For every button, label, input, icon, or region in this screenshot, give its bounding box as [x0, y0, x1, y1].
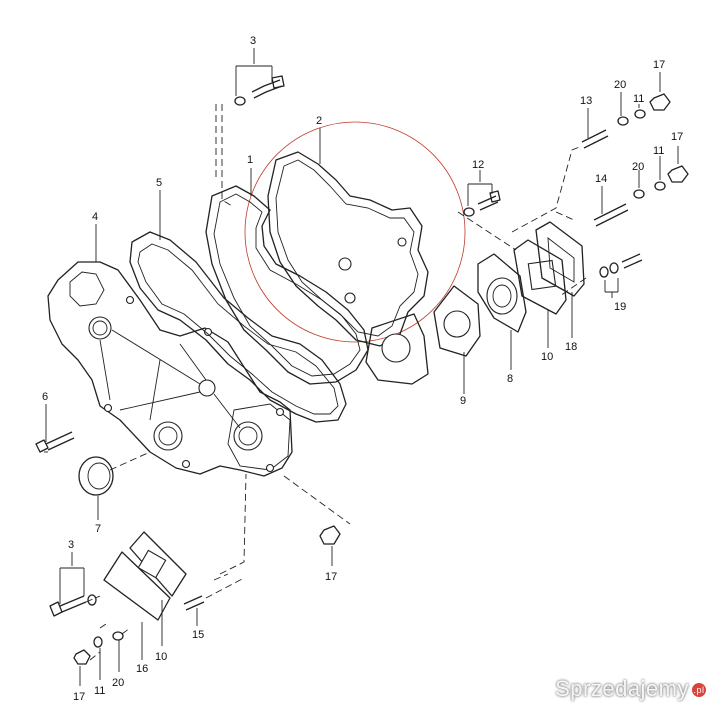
- bottom-hardware-group: [49, 531, 205, 665]
- callout-17-a: 17: [653, 59, 665, 71]
- callout-13: 13: [580, 95, 592, 107]
- callout-14: 14: [595, 173, 607, 185]
- callout-5: 5: [156, 177, 162, 189]
- gasket-part-2: [267, 151, 429, 347]
- callout-7: 7: [95, 523, 101, 535]
- callout-18: 18: [565, 341, 577, 353]
- flange-part-8: [477, 253, 527, 333]
- gasket-part-1: [205, 185, 369, 385]
- callout-10-bottom: 10: [155, 651, 167, 663]
- callout-3-top: 3: [250, 35, 256, 47]
- gasket-part-5: [129, 231, 347, 423]
- callout-9: 9: [460, 395, 466, 407]
- bolt-part-12: [463, 190, 501, 217]
- plate-part-10: [513, 239, 567, 315]
- callout-17-c: 17: [325, 571, 337, 583]
- hardware-upper-right: [599, 93, 689, 278]
- stud-part-13: [581, 129, 609, 149]
- plate-part-18: [535, 221, 585, 297]
- watermark-logo: Sprzedajemy.pl: [555, 676, 706, 702]
- callout-20-c: 20: [112, 677, 124, 689]
- leader-lines: [44, 48, 679, 686]
- nut-part-17-middle: [319, 525, 341, 545]
- callout-12: 12: [472, 159, 484, 171]
- callout-15: 15: [192, 629, 204, 641]
- gasket-part-9: [433, 285, 481, 357]
- callout-17-b: 17: [671, 131, 683, 143]
- callout-20-a: 20: [614, 79, 626, 91]
- plate-with-opening: [365, 313, 429, 385]
- timing-cover-part-4: [47, 261, 293, 477]
- callout-labels: 1 2 3 4 5 6 7 8 9 10 18 12 13 14 19 20 1…: [42, 35, 683, 703]
- callout-6: 6: [42, 391, 48, 403]
- seal-part-7: [78, 456, 114, 496]
- callout-19: 19: [614, 301, 626, 313]
- callout-11-b: 11: [653, 145, 664, 157]
- callout-11-a: 11: [633, 93, 644, 105]
- callout-17-d: 17: [73, 691, 85, 703]
- watermark-text: Sprzedajemy: [555, 676, 689, 701]
- watermark-dot: .pl: [692, 683, 706, 698]
- callout-2: 2: [316, 115, 322, 127]
- callout-4: 4: [92, 211, 98, 223]
- callout-1: 1: [247, 154, 253, 166]
- callout-11-c: 11: [94, 685, 105, 697]
- callout-8: 8: [507, 373, 513, 385]
- callout-10-right: 10: [541, 351, 553, 363]
- stud-part-14: [593, 203, 629, 227]
- callout-16: 16: [136, 663, 148, 675]
- callout-20-b: 20: [632, 161, 644, 173]
- bolt-part-3-top: [234, 75, 285, 106]
- highlight-circle: [244, 121, 466, 343]
- callout-3-bottom: 3: [68, 539, 74, 551]
- bolt-part-6: [35, 431, 75, 453]
